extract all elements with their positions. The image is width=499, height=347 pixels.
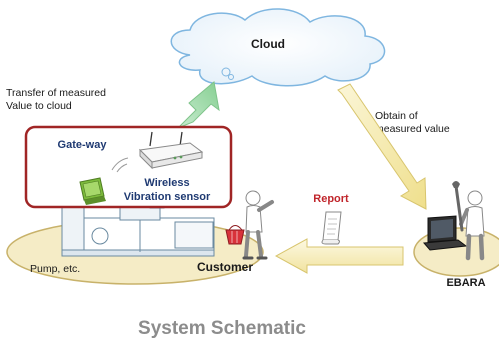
gateway-label: Gate-way [58, 139, 108, 151]
upload-arrow [177, 81, 220, 129]
pump-machine-icon [61, 199, 215, 257]
transfer-label-line2: Value to cloud [6, 100, 72, 112]
cloud-label: Cloud [251, 37, 285, 51]
wireless-signal-icon [111, 157, 129, 173]
report-label: Report [313, 193, 349, 205]
laptop-icon [422, 215, 468, 251]
download-arrow [337, 83, 427, 210]
wireless-label-line2: Vibration sensor [124, 191, 211, 203]
pump-label: Pump, etc. [30, 263, 80, 275]
diagram-caption: System Schematic [138, 318, 306, 339]
obtain-label-line2: measured value [375, 123, 450, 135]
customer-label: Customer [197, 260, 253, 274]
obtain-label-line1: Obtain of [375, 110, 418, 122]
worker-with-wrench-icon [452, 181, 485, 261]
customer-person-icon [225, 190, 274, 260]
transfer-label-line1: Transfer of measured [6, 87, 106, 99]
report-document-icon [321, 211, 342, 245]
wireless-gateway-icon [138, 131, 204, 170]
ebara-label: EBARA [446, 277, 485, 289]
report-arrow [274, 238, 404, 274]
vibration-sensor-icon [79, 177, 106, 205]
cloud-icon [170, 8, 386, 87]
wireless-label-line1: Wireless [144, 177, 189, 189]
